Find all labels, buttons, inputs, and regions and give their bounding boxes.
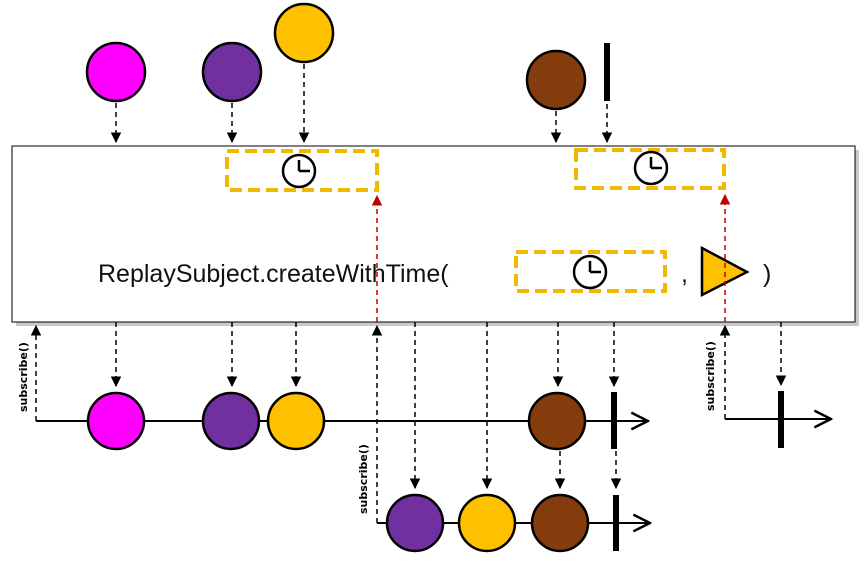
subscribe-label: subscribe(): [357, 444, 370, 514]
subscriber-3: subscribe(): [704, 322, 831, 448]
subscriber-2-arrows: [409, 322, 622, 490]
subscriber-1: subscribe(): [17, 322, 648, 451]
source-events: [85, 2, 610, 111]
source-marble-gold: [273, 2, 335, 64]
operator-box: [11, 145, 856, 323]
source-marble-purple: [201, 41, 263, 103]
subscriber-2-marble-purple: [385, 493, 445, 553]
subscriber-2-marble-brown: [530, 493, 590, 553]
operator-comma: ,: [681, 260, 688, 288]
subscriber-1-arrows: [110, 322, 620, 388]
operator-close-paren: ): [763, 260, 771, 288]
subscriber-1-marble-magenta: [86, 391, 146, 451]
source-arrows: [110, 64, 613, 144]
clock-icon: [281, 153, 317, 189]
replay-arrows: [371, 193, 731, 322]
subscriber-2-marble-gold: [457, 493, 517, 553]
subscriber-1-marble-brown: [527, 391, 587, 451]
subscriber-2: subscribe(): [357, 322, 650, 553]
operator-call-text: ReplaySubject.createWithTime(: [98, 260, 449, 288]
source-marble-brown: [525, 49, 587, 111]
subscribe-label: subscribe(): [704, 341, 717, 411]
clock-icon: [633, 150, 669, 186]
subscriber-1-marble-gold: [266, 391, 326, 451]
clock-icon: [572, 254, 608, 290]
subscriber-1-marble-purple: [201, 391, 261, 451]
subscribe-label: subscribe(): [17, 342, 30, 412]
source-marble-magenta: [85, 41, 147, 103]
